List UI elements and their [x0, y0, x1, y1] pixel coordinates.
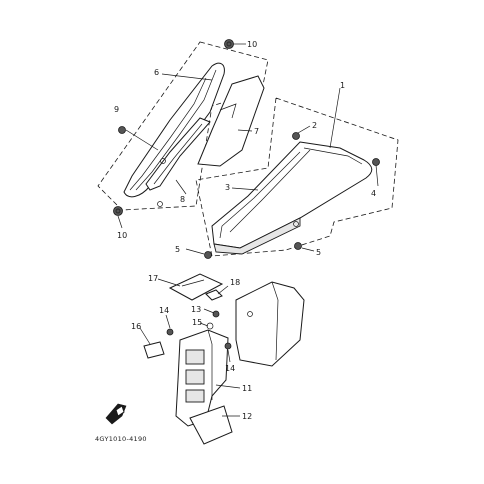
callout-2: 2 [312, 121, 317, 130]
grommet-left-b [157, 201, 163, 207]
left-cover-inner-edge [129, 77, 207, 191]
bolt-13 [212, 310, 220, 318]
bolt-5-left [204, 251, 212, 259]
right-side-cover-group [185, 87, 399, 259]
right-cover-rim-inner [219, 151, 301, 239]
callout-17: 17 [148, 274, 158, 283]
bolt-14-left [166, 328, 174, 336]
seal-strip-inner [153, 123, 203, 185]
callout-6: 6 [154, 68, 159, 77]
battery-box-group [105, 273, 305, 445]
callout-8: 8 [180, 195, 185, 204]
front-arrow-icon [105, 403, 127, 425]
callout-14-right: 14 [225, 364, 235, 373]
callout-14-left: 14 [159, 306, 169, 315]
right-cover-rim-top [303, 147, 363, 165]
pad-18 [205, 289, 223, 301]
bolt-14-right [224, 342, 232, 350]
callout-7: 7 [254, 127, 259, 136]
callout-10-top: 10 [247, 40, 257, 49]
left-side-cover [123, 62, 225, 198]
plate-17 [168, 273, 224, 301]
callout-4: 4 [371, 189, 376, 198]
bolt-5-lower-right [294, 242, 302, 250]
left-cover-rim [135, 69, 217, 191]
callout-5-right: 5 [316, 248, 321, 257]
bracket-window-3 [185, 389, 205, 403]
right-cover-hole [293, 221, 299, 227]
bolt-4 [372, 158, 380, 166]
bracket-side [207, 329, 213, 400]
callout-15: 15 [192, 318, 202, 327]
callout-3: 3 [225, 183, 230, 192]
clamp-15 [206, 322, 214, 330]
emblem-panel [197, 75, 265, 167]
callout-18: 18 [230, 278, 240, 287]
callout-1: 1 [340, 81, 345, 90]
pad-16 [143, 341, 165, 359]
callout-5-left: 5 [175, 245, 180, 254]
right-cover-rim-outer [229, 149, 311, 233]
cover-seal-strip [145, 117, 211, 191]
callout-11: 11 [242, 384, 252, 393]
bracket-window-2 [185, 369, 205, 385]
callout-labels: 1 2 3 4 5 5 6 7 8 9 10 10 11 12 13 14 14… [95, 40, 376, 443]
emblem-panel-mark [219, 103, 237, 119]
callout-13: 13 [191, 305, 201, 314]
callout-12: 12 [242, 412, 252, 421]
callout-10-bottom: 10 [117, 231, 127, 240]
bolt-10-top [224, 39, 234, 49]
right-side-cover [211, 141, 373, 249]
bracket-window-1 [185, 349, 205, 365]
right-cover-lower-lip [213, 217, 301, 255]
callout-16: 16 [131, 322, 141, 331]
left-side-cover-group [97, 39, 269, 229]
bolt-10-bottom [113, 206, 123, 216]
bracket-foot-12 [189, 405, 233, 445]
callout-9: 9 [114, 105, 119, 114]
diagram-code: 4GY1010-4190 [95, 435, 147, 443]
bolt-2 [292, 132, 300, 140]
bolt-9 [118, 126, 126, 134]
right-cover-dashed-boundary [195, 97, 399, 257]
grommet-left-a [160, 158, 166, 164]
battery-cover-box [235, 281, 305, 367]
battery-cover-hole [247, 311, 253, 317]
battery-cover-edge [271, 281, 279, 361]
